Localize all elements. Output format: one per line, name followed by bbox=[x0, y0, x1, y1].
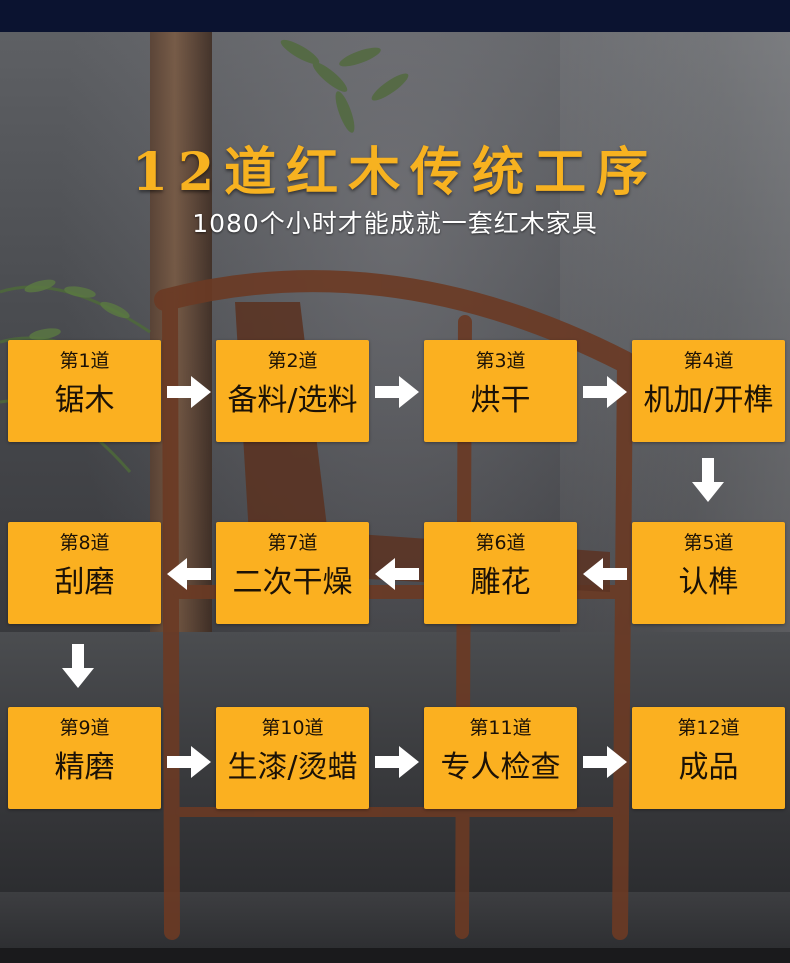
step-name: 成品 bbox=[678, 750, 739, 785]
arrow-left-icon bbox=[167, 558, 211, 590]
step-2: 第2道 备料/选料 bbox=[216, 340, 369, 442]
arrow-down-icon bbox=[62, 644, 94, 688]
step-name: 认榫 bbox=[678, 565, 739, 600]
step-name: 生漆/烫蜡 bbox=[227, 750, 358, 785]
step-number: 第1道 bbox=[59, 350, 110, 372]
step-number: 第2道 bbox=[267, 350, 318, 372]
top-bar bbox=[0, 0, 790, 32]
step-12: 第12道 成品 bbox=[632, 707, 785, 809]
step-number: 第7道 bbox=[267, 532, 318, 554]
step-name: 机加/开榫 bbox=[643, 383, 774, 418]
step-number: 第11道 bbox=[469, 717, 532, 739]
arrow-right-icon bbox=[583, 376, 627, 408]
step-3: 第3道 烘干 bbox=[424, 340, 577, 442]
fern-plant-top bbox=[280, 39, 409, 133]
step-name: 烘干 bbox=[470, 383, 531, 418]
step-number: 第9道 bbox=[59, 717, 110, 739]
step-number: 第3道 bbox=[475, 350, 526, 372]
arrow-right-icon bbox=[167, 376, 211, 408]
arrow-left-icon bbox=[375, 558, 419, 590]
step-number: 第8道 bbox=[59, 532, 110, 554]
step-number: 第10道 bbox=[261, 717, 324, 739]
arrow-down-icon bbox=[692, 458, 724, 502]
step-number: 第6道 bbox=[475, 532, 526, 554]
arrow-left-icon bbox=[583, 558, 627, 590]
step-4: 第4道 机加/开榫 bbox=[632, 340, 785, 442]
step-8: 第8道 刮磨 bbox=[8, 522, 161, 624]
step-1: 第1道 锯木 bbox=[8, 340, 161, 442]
step-10: 第10道 生漆/烫蜡 bbox=[216, 707, 369, 809]
step-name: 雕花 bbox=[470, 565, 531, 600]
step-name: 锯木 bbox=[54, 383, 115, 418]
arrow-right-icon bbox=[583, 746, 627, 778]
step-number: 第4道 bbox=[683, 350, 734, 372]
step-5: 第5道 认榫 bbox=[632, 522, 785, 624]
step-name: 精磨 bbox=[54, 750, 115, 785]
step-number: 第12道 bbox=[677, 717, 740, 739]
step-11: 第11道 专人检查 bbox=[424, 707, 577, 809]
step-number: 第5道 bbox=[683, 532, 734, 554]
page-title: 12道红木传统工序 bbox=[131, 142, 659, 203]
arrow-right-icon bbox=[375, 746, 419, 778]
step-name: 专人检查 bbox=[440, 750, 561, 785]
arrow-right-icon bbox=[167, 746, 211, 778]
step-7: 第7道 二次干燥 bbox=[216, 522, 369, 624]
bottom-bar bbox=[0, 948, 790, 963]
step-name: 刮磨 bbox=[54, 565, 115, 600]
page-subtitle: 1080个小时才能成就一套红木家具 bbox=[192, 209, 598, 238]
step-9: 第9道 精磨 bbox=[8, 707, 161, 809]
arrow-right-icon bbox=[375, 376, 419, 408]
step-6: 第6道 雕花 bbox=[424, 522, 577, 624]
step-name: 备料/选料 bbox=[227, 383, 358, 418]
step-name: 二次干燥 bbox=[232, 565, 353, 600]
